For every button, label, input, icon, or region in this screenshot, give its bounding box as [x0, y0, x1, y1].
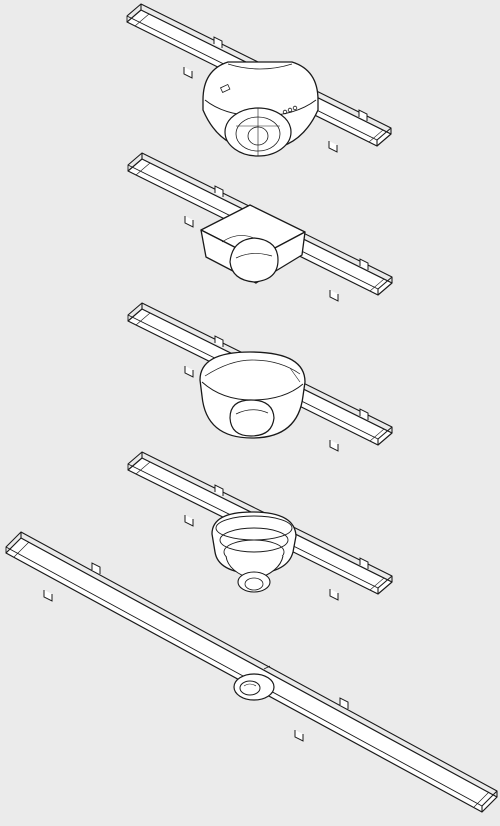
sensor-housing [211, 511, 297, 593]
low-profile-round-sensor [126, 3, 392, 157]
stepped-cone-sensor [127, 451, 393, 601]
dome-sensor [127, 302, 393, 452]
square-housing-sensor [127, 152, 393, 302]
sensor-housing [200, 204, 306, 284]
flush-lens [233, 673, 275, 701]
sensor-housing [202, 61, 319, 157]
sensor-housing [199, 351, 306, 439]
flush-lens-sensor [5, 531, 498, 813]
